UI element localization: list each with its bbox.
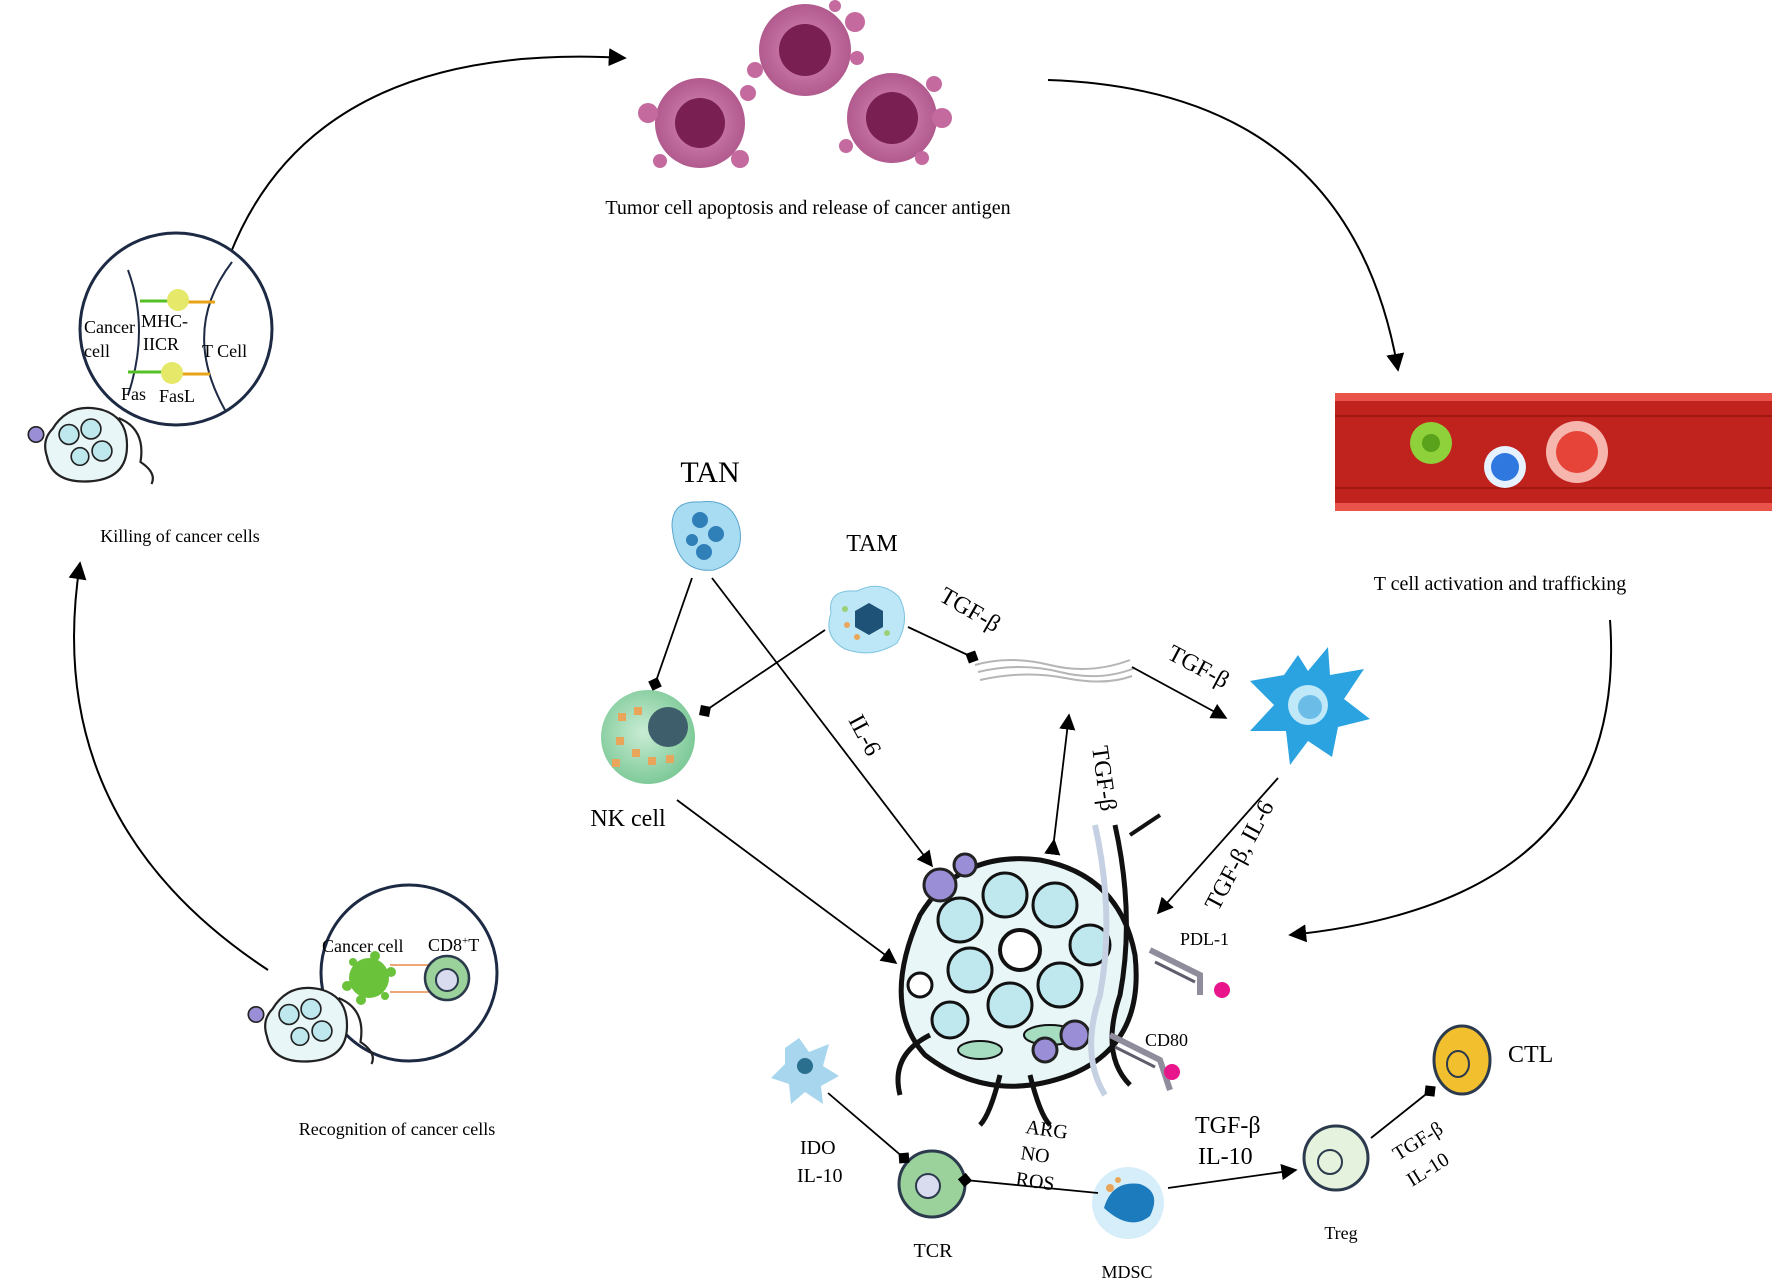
t-cell-icon [1410, 422, 1452, 464]
tan-label: TAN [680, 456, 739, 489]
arrow-tan-tumor [711, 577, 933, 868]
cd8-t-cell-icon [423, 954, 471, 1002]
apoptosis-label: Tumor cell apoptosis and release of canc… [605, 197, 1010, 219]
tgf-fiber-label: TGF-β [1163, 640, 1233, 694]
nk-cell-label: NK cell [590, 806, 666, 832]
tgf-il6-label: TGF-β, IL-6 [1200, 796, 1279, 914]
inset-tcell-label: T Cell [202, 341, 247, 361]
tan-cell-icon [671, 501, 741, 571]
mhc-receptor-icon [167, 289, 189, 311]
ido-label: IDO [800, 1137, 836, 1159]
ros-label: ROS [1014, 1168, 1056, 1195]
inhibit-tam-fibers [907, 626, 979, 664]
interaction-arrows [648, 577, 1436, 1194]
mdsc-il10-label: IL-10 [1198, 1144, 1253, 1170]
treg-label: Treg [1324, 1223, 1357, 1243]
dc-small-icon [771, 1038, 839, 1104]
recognition-label: Recognition of cancer cells [299, 1119, 495, 1139]
apoptotic-cell-icon [638, 78, 756, 168]
cd80-receptor-icon [1108, 1032, 1180, 1091]
inhibit-tam-nk [699, 629, 826, 717]
arrow-vessel-to-tumor [1288, 619, 1613, 943]
inset-cancer-label: Cancer [84, 317, 135, 337]
tcr-label: TCR [914, 1240, 954, 1262]
arrow-fibers-dc [1131, 666, 1228, 719]
pdl1-label: PDL-1 [1180, 929, 1229, 949]
tgf-vertical-label: TGF-β [1086, 744, 1121, 813]
inset-mhc-label-2: IICR [143, 334, 179, 354]
inhibit-treg-ctl [1370, 1085, 1436, 1139]
killing-inset: Cancer cell MHC- IICR T Cell Fas FasL [78, 231, 274, 427]
trafficking-label: T cell activation and trafficking [1374, 573, 1627, 595]
apoptotic-cell-icon [839, 73, 952, 165]
cd80-label: CD80 [1145, 1030, 1188, 1050]
fas-receptor-icon [161, 362, 183, 384]
arrow-mdsc-treg [1167, 1164, 1298, 1189]
recognition-inset: Cancer cell CD8+T [319, 883, 499, 1063]
ctl-cell-icon [1432, 1024, 1492, 1096]
tam-cell-icon [828, 585, 905, 654]
blood-vessel [1335, 393, 1772, 511]
arrow-apoptosis-to-vessel [1047, 79, 1405, 372]
arrow-recognition-to-killing [68, 561, 269, 971]
central-tumor-icon [895, 813, 1162, 1127]
cycle-arrows [68, 48, 1613, 971]
arrow-nk-tumor [676, 799, 898, 964]
fibroblast-fibers-icon [974, 659, 1136, 683]
no-label: NO [1019, 1142, 1051, 1168]
inhibit-dc-tcr [827, 1092, 910, 1164]
ctl-label: CTL [1508, 1042, 1553, 1068]
inset-cell-label: cell [84, 341, 110, 361]
nk-cell-icon [601, 690, 695, 784]
tumor-mass-icon [27, 406, 154, 485]
killing-label: Killing of cancer cells [100, 526, 259, 546]
arrow-dc-tumor [1156, 777, 1279, 915]
arrow-tumor-tgf-bidirectional [1044, 713, 1076, 856]
treg-cell-icon [1302, 1124, 1370, 1192]
tam-label: TAM [846, 531, 897, 557]
dendritic-cell-icon [1250, 647, 1370, 765]
tcr-cell-icon [897, 1149, 967, 1219]
mdsc-label: MDSC [1101, 1262, 1152, 1282]
il10-left-label: IL-10 [797, 1165, 843, 1187]
tgf-tam-label: TGF-β [935, 583, 1005, 638]
red-blood-cell-icon [1546, 421, 1608, 483]
inset-cd8-label: CD8+T [428, 935, 479, 955]
cancer-cell-icon [342, 951, 396, 1005]
inset-mhc-label-1: MHC- [141, 311, 188, 331]
il6-label: IL-6 [843, 711, 886, 761]
lymphocyte-icon [1484, 446, 1526, 488]
apoptotic-cell-icon [747, 0, 865, 96]
arg-label: ARG [1024, 1116, 1069, 1144]
apoptotic-cells [638, 0, 952, 168]
tumor-mass-icon [247, 986, 374, 1065]
inhibit-tan-nk [648, 577, 693, 691]
inhibit-mdsc-tcr [957, 1172, 1099, 1194]
mdsc-cell-icon [1092, 1167, 1164, 1239]
inset-fas-label: Fas [121, 384, 146, 404]
arrow-killing-to-apoptosis [224, 48, 627, 269]
mdsc-tgf-label: TGF-β [1195, 1113, 1261, 1139]
inset-fasl-label: FasL [159, 386, 195, 406]
pdl1-receptor-icon [1148, 947, 1230, 998]
inset-cancer-cell-label: Cancer cell [322, 936, 403, 956]
